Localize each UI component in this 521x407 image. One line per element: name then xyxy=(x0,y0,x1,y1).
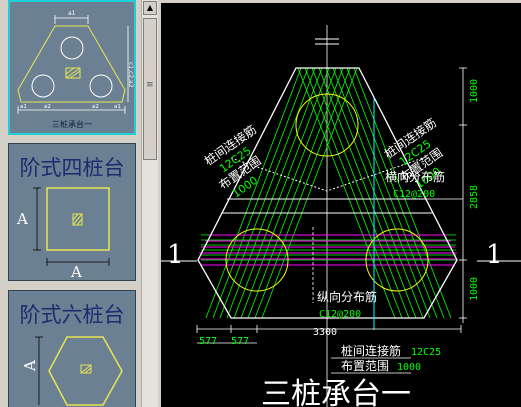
thumbnail-label: 三桩承台一 xyxy=(52,119,92,129)
dim-bottom-a: 577 xyxy=(199,336,217,347)
dim-right-bottom: 1000 xyxy=(469,277,480,301)
template-list-panel: a1 c1,c2,a2 a1 a2 a2 a1 三桩承台一 阶式四桩台 A A xyxy=(0,0,139,407)
dim-bottom-b: 577 xyxy=(231,336,249,347)
transverse-label: 横向分布筋 xyxy=(385,169,445,184)
grip-icon: ≡ xyxy=(146,80,154,90)
right-connect-rebar-band xyxy=(297,68,452,318)
thumbnail-title: 阶式四桩台 xyxy=(19,156,125,180)
dim-bottom-1: a1 xyxy=(20,104,27,110)
cad-drawing-viewport[interactable]: 1000 2858 1000 3300 577 577 1 1 桩间连接筋 12… xyxy=(161,3,521,407)
thumbnail-title: 阶式六桩台 xyxy=(19,303,125,327)
dim-top-label: a1 xyxy=(68,10,76,17)
thumbnail-stepped-six-pile-cap[interactable]: 阶式六桩台 A xyxy=(8,290,136,407)
section-mark-left: 1 xyxy=(167,240,184,270)
left-connect-rebar-band xyxy=(205,68,358,318)
pile-bottom-right xyxy=(365,228,429,292)
dim-bottom-label: A xyxy=(70,263,82,278)
drawing-title: 三桩承台一 xyxy=(261,377,411,407)
dim-bottom-3: a2 xyxy=(92,104,99,110)
left-connect-label: 桩间连接筋 12C25 布置范围 1000 xyxy=(201,122,263,201)
dim-side-label: A xyxy=(16,210,28,228)
pile-cap-outline xyxy=(197,67,458,319)
transverse-spec: C12@200 xyxy=(393,189,435,200)
scrollbar-thumb[interactable]: ≡ xyxy=(143,18,157,160)
dim-side-label: c1,c2,a2 xyxy=(127,62,134,88)
right-dimension-chain: 1000 2858 1000 xyxy=(459,67,480,323)
dim-right-mid: 2858 xyxy=(469,185,480,209)
longitudinal-label: 纵向分布筋 xyxy=(317,289,377,304)
thumbnail-three-pile-cap[interactable]: a1 c1,c2,a2 a1 a2 a2 a1 三桩承台一 xyxy=(8,0,136,135)
dim-bottom-2: a2 xyxy=(44,104,51,110)
bottom-connect-label: 桩间连接筋 xyxy=(341,343,401,358)
thumbnail-stepped-four-pile-cap[interactable]: 阶式四桩台 A A xyxy=(8,143,136,281)
distribution-rebar-magenta xyxy=(199,234,457,266)
dim-bottom-total: 3300 xyxy=(313,327,337,338)
six-pile-cap-preview: A xyxy=(21,336,123,406)
bottom-connect-rebar-band xyxy=(201,234,456,261)
dim-side-label: A xyxy=(21,360,39,372)
pile-cap-reinforcement-drawing: 1000 2858 1000 3300 577 577 1 1 桩间连接筋 12… xyxy=(161,25,521,407)
bottom-range-label: 布置范围 xyxy=(341,359,389,373)
bottom-dimension-chain: 3300 577 577 xyxy=(196,325,462,347)
dim-right-top: 1000 xyxy=(469,79,480,103)
longitudinal-spec: C12@200 xyxy=(319,309,361,320)
pile-bottom-left xyxy=(225,228,289,292)
three-pile-cap-preview: a1 c1,c2,a2 a1 a2 a2 a1 三桩承台一 xyxy=(17,10,134,129)
section-mark-right: 1 xyxy=(486,240,503,270)
bottom-connect-spec: 12C25 xyxy=(411,347,441,358)
bottom-range-value: 1000 xyxy=(397,362,421,373)
dim-bottom-4: a1 xyxy=(114,104,121,110)
pile-top xyxy=(295,93,359,157)
scroll-up-button[interactable]: ▲ xyxy=(143,1,157,15)
four-pile-cap-preview: A A xyxy=(16,187,110,278)
connect-range-dashed xyxy=(230,157,424,192)
vertical-scrollbar[interactable]: ▲ ≡ xyxy=(141,0,158,407)
